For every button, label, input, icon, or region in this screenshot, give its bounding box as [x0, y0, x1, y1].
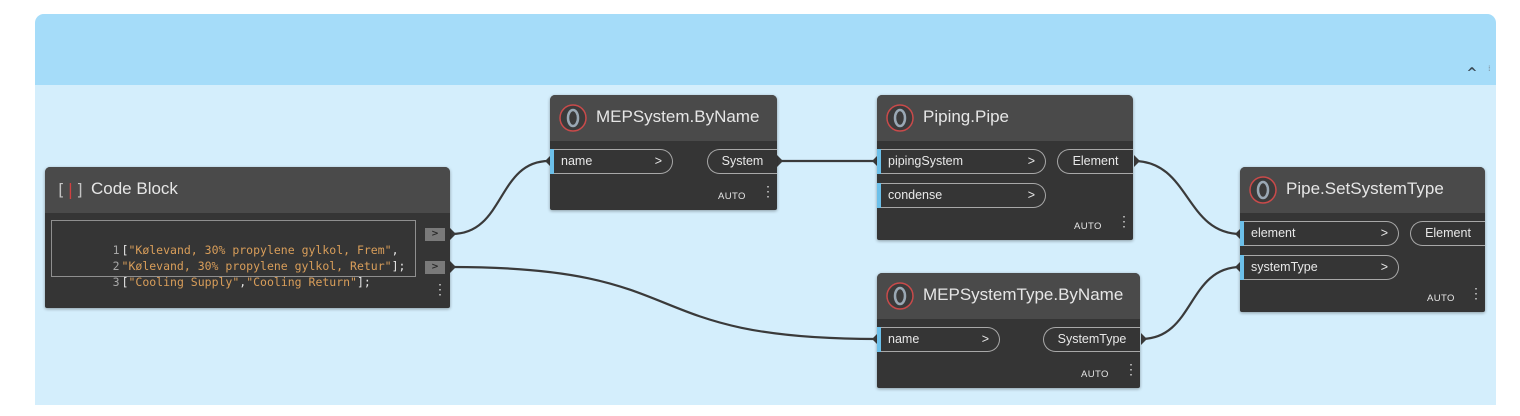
lacing-label[interactable]: AUTO	[1081, 369, 1109, 380]
input-port-systemtype[interactable]: systemType >	[1240, 255, 1399, 280]
port-label: name	[561, 154, 593, 168]
dynamo-ring-icon	[886, 104, 914, 132]
node-title: MEPSystemType.ByName	[923, 285, 1124, 304]
chevron-right-icon[interactable]: >	[1027, 188, 1035, 202]
code-output-port-1[interactable]: >	[425, 228, 445, 241]
kebab-menu-icon[interactable]: ⋮	[1117, 213, 1131, 229]
port-accent	[550, 149, 554, 174]
mepsystem-byname-node[interactable]: MEPSystem.ByName name > System AUTO ⋮	[550, 95, 777, 210]
input-port-name[interactable]: name >	[550, 149, 673, 174]
node-header[interactable]: [|] Code Block	[45, 167, 450, 213]
port-label: pipingSystem	[888, 154, 964, 168]
input-port-condense[interactable]: condense >	[877, 183, 1046, 208]
code-block-node[interactable]: [|] Code Block 1["Kølevand, 30% propylen…	[45, 167, 450, 308]
connector-codeblock-out-2[interactable]	[450, 261, 456, 273]
dynamo-ring-icon	[886, 282, 914, 310]
input-port-pipingsystem[interactable]: pipingSystem >	[877, 149, 1046, 174]
output-port-element[interactable]: Element	[1410, 221, 1485, 246]
kebab-menu-icon[interactable]: ⋮	[1469, 285, 1483, 301]
pipe-setsystemtype-node[interactable]: Pipe.SetSystemType element > systemType …	[1240, 167, 1485, 312]
connector-pipingpipe-out[interactable]	[1134, 155, 1140, 167]
port-label: name	[888, 332, 920, 346]
chevron-right-icon[interactable]: >	[1380, 260, 1388, 274]
kebab-menu-icon[interactable]: ⋮	[433, 281, 447, 297]
output-port-system[interactable]: System	[707, 149, 777, 174]
wire-codeblock-to-mepsystemtype[interactable]	[451, 265, 878, 341]
lacing-label[interactable]: AUTO	[1427, 293, 1455, 304]
code-line-1: 1["Kølevand, 30% propylene gylkol, Frem"…	[112, 243, 399, 257]
connector-mepsystem-out[interactable]	[777, 155, 783, 167]
node-title: MEPSystem.ByName	[596, 107, 760, 126]
input-port-element[interactable]: element >	[1240, 221, 1399, 246]
port-accent	[1240, 221, 1244, 246]
port-label: systemType	[1251, 260, 1318, 274]
chevron-right-icon[interactable]: >	[654, 154, 662, 168]
node-title: Piping.Pipe	[923, 107, 1010, 126]
chevron-up-icon[interactable]: ^	[1466, 66, 1478, 81]
chevron-right-icon[interactable]: >	[981, 332, 989, 346]
port-label: System	[721, 154, 764, 168]
connector-mepsystem-in[interactable]	[545, 155, 551, 167]
chevron-right-icon[interactable]: >	[1027, 154, 1035, 168]
port-label: SystemType	[1057, 332, 1127, 346]
port-accent	[877, 327, 881, 352]
wire-codeblock-to-mepsystem[interactable]	[451, 159, 550, 236]
port-label: element	[1251, 226, 1296, 240]
code-editor[interactable]: 1["Kølevand, 30% propylene gylkol, Frem"…	[51, 220, 416, 289]
port-label: Element	[1425, 226, 1471, 240]
output-port-systemtype[interactable]: SystemType	[1043, 327, 1140, 352]
port-accent	[877, 183, 881, 208]
connector-mepsystemtype-out[interactable]	[1141, 333, 1147, 345]
code-output-port-2[interactable]: >	[425, 261, 445, 274]
port-label: Element	[1072, 154, 1119, 168]
connector-pipingpipe-in[interactable]	[872, 155, 878, 167]
output-port-element[interactable]: Element	[1057, 149, 1133, 174]
node-header[interactable]: MEPSystemType.ByName	[877, 273, 1140, 319]
connector-setsystemtype-in-2[interactable]	[1235, 261, 1241, 273]
connector-codeblock-out-1[interactable]	[450, 228, 456, 240]
mepsystemtype-byname-node[interactable]: MEPSystemType.ByName name > SystemType A…	[877, 273, 1140, 388]
code-line-2: 2"Kølevand, 30% propylene gylkol, Retur"…	[112, 259, 406, 273]
node-title: Code Block	[91, 179, 178, 198]
connector-setsystemtype-in-1[interactable]	[1235, 228, 1241, 240]
node-header[interactable]: MEPSystem.ByName	[550, 95, 777, 141]
connector-mepsystemtype-in[interactable]	[872, 333, 878, 345]
kebab-menu-icon[interactable]: ⋮	[1124, 361, 1138, 377]
chevron-right-icon[interactable]: >	[1380, 226, 1388, 240]
lacing-label[interactable]: AUTO	[1074, 221, 1102, 232]
node-header[interactable]: Piping.Pipe	[877, 95, 1133, 141]
group-grip-icon[interactable]: ⁞	[1488, 64, 1491, 73]
code-line-3: 3["Cooling Supply","Cooling Return"];	[112, 275, 371, 289]
piping-pipe-node[interactable]: Piping.Pipe pipingSystem > condense > El…	[877, 95, 1133, 240]
wire-pipingpipe-to-setsystemtype[interactable]	[1133, 159, 1242, 236]
node-title: Pipe.SetSystemType	[1286, 179, 1444, 198]
group-header[interactable]	[35, 14, 1496, 85]
kebab-menu-icon[interactable]: ⋮	[761, 183, 775, 199]
wire-mepsystemtype-to-setsystemtype[interactable]	[1140, 265, 1242, 341]
port-accent	[1240, 255, 1244, 280]
port-accent	[877, 149, 881, 174]
lacing-label[interactable]: AUTO	[718, 191, 746, 202]
dynamo-ring-icon	[1249, 176, 1277, 204]
node-header[interactable]: Pipe.SetSystemType	[1240, 167, 1485, 213]
port-label: condense	[888, 188, 943, 202]
input-port-name[interactable]: name >	[877, 327, 1000, 352]
dynamo-ring-icon	[559, 104, 587, 132]
code-brackets-icon: [|]	[56, 180, 85, 199]
